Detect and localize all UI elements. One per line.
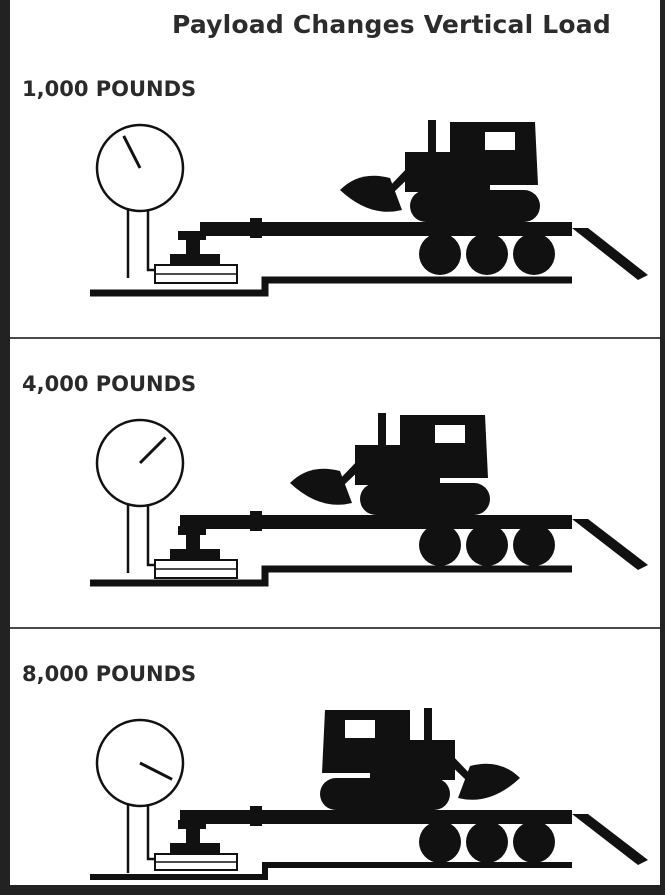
diagram-title: Payload Changes Vertical Load xyxy=(172,10,611,39)
trailer-wheel xyxy=(513,821,555,863)
trailer-wheel xyxy=(419,233,461,275)
scale-scene xyxy=(90,120,648,297)
panel-label: 4,000 POUNDS xyxy=(22,372,197,396)
trailer-wheel xyxy=(513,233,555,275)
scale-platform xyxy=(154,231,238,284)
panel-divider xyxy=(10,337,660,339)
loader-machine xyxy=(340,120,540,222)
ground-line xyxy=(90,276,572,297)
trailer-wheel xyxy=(419,821,461,863)
scale-gauge xyxy=(95,418,185,573)
trailer-deck xyxy=(200,222,572,236)
panel-label: 1,000 POUNDS xyxy=(22,77,197,101)
scale-gauge xyxy=(95,123,185,278)
panel-1000-pounds: 1,000 POUNDS xyxy=(10,60,660,335)
trailer-wheel xyxy=(419,524,461,566)
trailer xyxy=(180,511,648,570)
gauge-needle xyxy=(139,761,173,781)
trailer-ramp xyxy=(572,814,648,865)
trailer-ramp xyxy=(572,228,648,280)
scale-scene xyxy=(90,708,648,880)
loader-machine xyxy=(320,708,520,810)
trailer-wheel xyxy=(466,524,508,566)
trailer-wheel xyxy=(466,233,508,275)
scale-scene xyxy=(90,413,648,587)
trailer-wheel xyxy=(513,524,555,566)
trailer xyxy=(200,218,648,280)
panel-label: 8,000 POUNDS xyxy=(22,662,197,686)
gauge-needle xyxy=(138,436,167,465)
trailer-ramp xyxy=(572,519,648,570)
panel-4000-pounds: 4,000 POUNDS xyxy=(10,355,660,625)
trailer-deck xyxy=(180,810,572,824)
ground-line xyxy=(90,565,572,587)
ground-line xyxy=(90,862,572,880)
panel-8000-pounds: 8,000 POUNDS xyxy=(10,645,660,885)
trailer xyxy=(180,806,648,865)
scale-platform xyxy=(154,820,238,871)
trailer-wheel xyxy=(466,821,508,863)
loader-machine xyxy=(290,413,490,515)
trailer-deck xyxy=(180,515,572,529)
panel-divider xyxy=(10,627,660,629)
gauge-needle xyxy=(122,135,142,169)
scale-platform xyxy=(154,526,238,579)
